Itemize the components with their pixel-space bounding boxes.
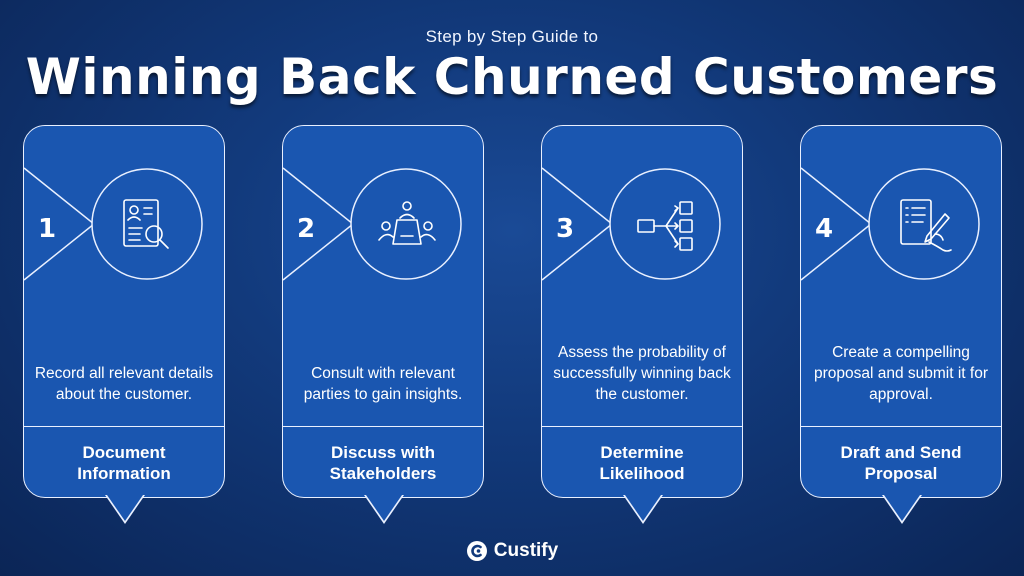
step-card-art bbox=[23, 167, 203, 281]
flow-branches-icon bbox=[637, 201, 693, 251]
step-card-2: 2 Consult with relevant parties to gain … bbox=[282, 125, 484, 524]
brand-name: Custify bbox=[493, 540, 559, 561]
step-card-1: 1 Record all relevant details about the … bbox=[23, 125, 225, 524]
step-label-line: Draft and Send bbox=[840, 443, 962, 462]
step-number: 1 bbox=[38, 214, 57, 244]
step-number: 3 bbox=[556, 214, 575, 244]
step-card-art bbox=[282, 167, 462, 281]
card-divider bbox=[542, 426, 742, 427]
step-label: Document Information bbox=[24, 442, 224, 484]
card-divider bbox=[24, 426, 224, 427]
subtitle: Step by Step Guide to bbox=[425, 27, 599, 46]
step-label: Discuss with Stakeholders bbox=[283, 442, 483, 484]
step-description: Record all relevant details about the cu… bbox=[34, 365, 214, 403]
step-label-line: Stakeholders bbox=[329, 464, 437, 483]
meeting-people-icon bbox=[378, 201, 436, 245]
page-title: Winning Back Churned Customers bbox=[25, 48, 999, 106]
step-label: Draft and Send Proposal bbox=[801, 442, 1001, 484]
document-search-icon bbox=[123, 199, 169, 249]
custify-logo-icon bbox=[466, 541, 487, 561]
step-number: 4 bbox=[815, 214, 834, 244]
step-description: Consult with relevant parties to gain in… bbox=[303, 365, 463, 403]
step-card-3: 3 Assess the probability of successfully… bbox=[541, 125, 743, 524]
step-label-line: Discuss with bbox=[331, 443, 435, 462]
step-card-4: 4 Create a compelling proposal and submi… bbox=[800, 125, 1002, 524]
step-label-line: Determine bbox=[600, 443, 684, 462]
step-label: Determine Likelihood bbox=[542, 442, 742, 484]
step-number: 2 bbox=[297, 214, 316, 244]
card-divider bbox=[283, 426, 483, 427]
card-pointer bbox=[366, 495, 402, 521]
card-pointer bbox=[884, 495, 920, 521]
step-description: Create a compelling proposal and submit … bbox=[813, 344, 989, 403]
card-pointer bbox=[107, 495, 143, 521]
step-label-line: Information bbox=[77, 464, 171, 483]
step-description: Assess the probability of successfully w… bbox=[553, 344, 731, 403]
step-card-art bbox=[800, 167, 980, 281]
step-label-line: Document bbox=[82, 443, 166, 462]
sign-document-icon bbox=[900, 199, 952, 252]
card-divider bbox=[801, 426, 1001, 427]
step-label-line: Likelihood bbox=[599, 464, 685, 483]
step-label-line: Proposal bbox=[864, 464, 938, 483]
step-card-art bbox=[541, 167, 721, 281]
card-pointer bbox=[625, 495, 661, 521]
brand-footer: Custify bbox=[0, 540, 1024, 562]
